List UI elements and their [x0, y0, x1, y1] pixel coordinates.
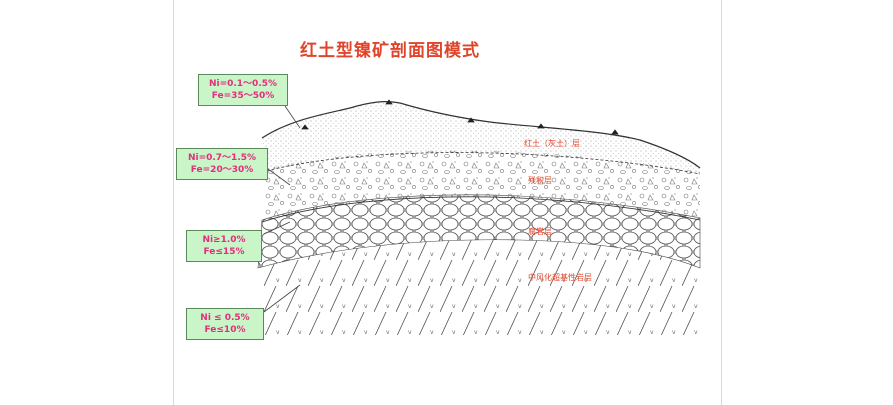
- boundary-residual-saprolite: [261, 196, 701, 223]
- layer-label-bedrock: 中风化超基性岩层: [528, 273, 592, 282]
- layer-label-residual: 残积层: [528, 176, 552, 185]
- callout-ni-value: Ni≥1.0%: [202, 235, 246, 245]
- grass-tufts: [301, 99, 619, 135]
- callout-fe-value: Fe≤10%: [204, 325, 246, 335]
- slide-right-edge: [721, 0, 722, 405]
- callout-ni-value: Ni=0.1～0.5%: [208, 79, 278, 89]
- callout-fe-value: Fe≤15%: [203, 247, 245, 257]
- callout-laterite-grade: Ni=0.1～0.5% Fe=35～50%: [198, 74, 288, 106]
- callout-fe-value: Fe=20～30%: [190, 165, 254, 175]
- callout-bedrock-grade: Ni ≤ 0.5% Fe≤10%: [186, 308, 264, 340]
- bedrock-layer: [258, 234, 700, 335]
- callout-ni-value: Ni=0.7～1.5%: [187, 153, 257, 163]
- callout-ni-value: Ni ≤ 0.5%: [200, 313, 250, 323]
- callout-residual-grade: Ni=0.7～1.5% Fe=20～30%: [176, 148, 268, 180]
- layer-label-laterite: 红土（灰土）层: [524, 139, 580, 148]
- callout-fe-value: Fe=35～50%: [211, 91, 275, 101]
- callout-leaders: [263, 105, 301, 313]
- diagram-title: 红土型镍矿剖面图模式: [300, 41, 480, 61]
- residual-layer: [262, 150, 700, 222]
- laterite-layer: [262, 101, 700, 174]
- callout-saprolite-grade: Ni≥1.0% Fe≤15%: [186, 230, 262, 262]
- layer-label-saprolite: 腐岩层: [528, 227, 552, 236]
- boundary-laterite-residual: [261, 152, 701, 175]
- ground-surface-line: [261, 101, 701, 169]
- slide-left-edge: [173, 0, 174, 405]
